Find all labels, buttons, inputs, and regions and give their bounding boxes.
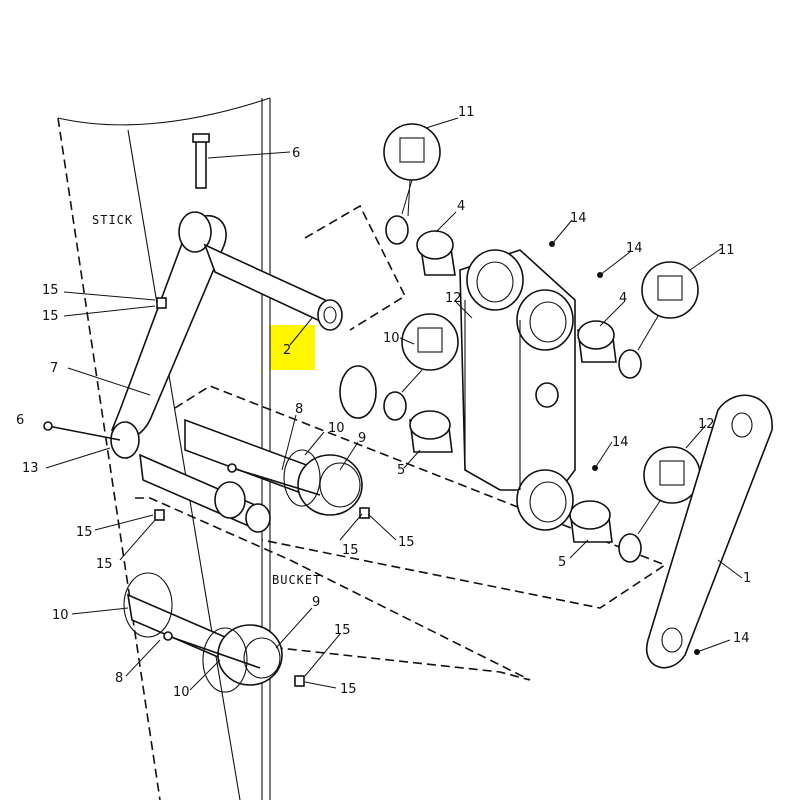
bushings-and-seals <box>383 215 642 563</box>
grease-points-14 <box>549 241 700 655</box>
callout-10-mid: 10 <box>328 421 345 436</box>
pin-2 <box>203 243 343 331</box>
callout-2: 2 <box>283 343 291 358</box>
callout-11-upper: 11 <box>458 105 475 120</box>
callout-10-bottom: 10 <box>173 685 190 700</box>
stick-label: STICK <box>92 213 133 227</box>
coupler-body <box>459 249 576 531</box>
callout-4-right: 4 <box>619 291 627 306</box>
o-ring-10-loose <box>339 365 377 419</box>
detail-circles <box>383 123 701 535</box>
linkage-bracket-7 <box>110 211 227 459</box>
callout-15-e: 15 <box>342 543 359 558</box>
highlight-marker <box>270 325 315 370</box>
callout-15-c: 15 <box>76 525 93 540</box>
callout-11-right: 11 <box>718 243 735 258</box>
callout-15-d: 15 <box>96 557 113 572</box>
alignment-lines <box>135 204 667 681</box>
link-bar-1 <box>645 394 773 669</box>
callout-10-right: 10 <box>383 331 400 346</box>
callout-7: 7 <box>50 361 58 376</box>
bolts-lower <box>43 421 321 669</box>
callout-5-left: 5 <box>397 463 405 478</box>
callout-14-a: 14 <box>570 211 587 226</box>
callout-15-a: 15 <box>42 283 59 298</box>
collars-and-rings <box>123 449 363 693</box>
callout-12-lower: 12 <box>698 417 715 432</box>
callout-12-upper: 12 <box>445 291 462 306</box>
callout-15-f: 15 <box>398 535 415 550</box>
callout-15-b: 15 <box>42 309 59 324</box>
callout-1: 1 <box>743 571 751 586</box>
callout-14-c: 14 <box>612 435 629 450</box>
bucket-label: BUCKET <box>272 573 321 587</box>
callout-4-left: 4 <box>457 199 465 214</box>
callout-14-d: 14 <box>733 631 750 646</box>
grease-fittings-15 <box>154 297 370 687</box>
callout-5-right: 5 <box>558 555 566 570</box>
callout-14-b: 14 <box>626 241 643 256</box>
callout-leaders <box>45 117 743 691</box>
callout-15-g: 15 <box>334 623 351 638</box>
callout-6-upper: 6 <box>292 146 300 161</box>
callout-8-lower: 8 <box>115 671 123 686</box>
callout-10-left: 10 <box>52 608 69 623</box>
callout-13: 13 <box>22 461 39 476</box>
callout-15-h: 15 <box>340 682 357 697</box>
callout-6-left: 6 <box>16 413 24 428</box>
callout-numbers: 6 2 11 4 14 14 11 12 10 4 12 14 1 14 15 … <box>16 105 751 700</box>
callout-9-lower: 9 <box>312 595 320 610</box>
bolt-6-upper <box>192 133 210 189</box>
callout-9-upper: 9 <box>358 431 366 446</box>
callout-8-upper: 8 <box>295 402 303 417</box>
